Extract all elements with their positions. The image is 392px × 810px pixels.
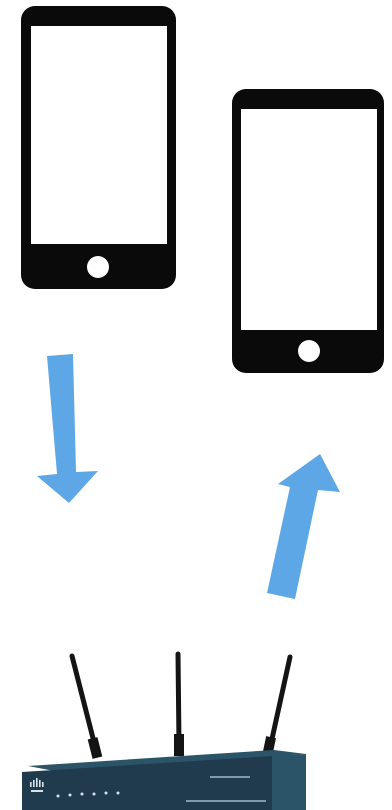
phone-screen <box>241 109 377 330</box>
antenna-left <box>72 656 96 750</box>
router-brand-strip <box>186 800 266 802</box>
arrow-up-icon <box>267 454 340 599</box>
antenna-left-base <box>88 737 103 759</box>
smartphone-icon-sender <box>21 6 176 289</box>
router-side <box>272 754 306 810</box>
router-model-label <box>210 776 250 778</box>
arrow-down-icon <box>37 354 98 503</box>
phone-home-button <box>298 340 320 362</box>
antenna-middle <box>178 654 179 744</box>
router-icon <box>22 654 306 810</box>
antenna-middle-base <box>174 734 184 756</box>
antenna-right <box>270 657 290 748</box>
smartphone-icon-receiver <box>232 89 384 373</box>
phone-home-button <box>87 256 109 278</box>
phone-screen <box>31 26 167 244</box>
